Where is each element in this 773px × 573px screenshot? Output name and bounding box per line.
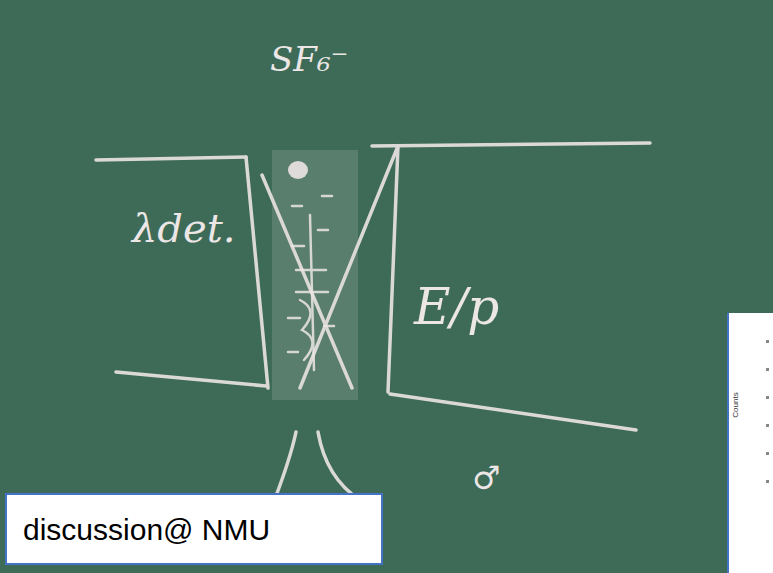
chalk-ratio: E/p	[414, 282, 499, 332]
chalk-symbol: ♂	[472, 462, 501, 494]
chalk-symbol: λdet.	[132, 208, 235, 248]
axis-label: Counts	[732, 392, 740, 417]
caption-text: discussion@ NMU	[23, 513, 381, 546]
caption-box: discussion@ NMU	[5, 493, 383, 565]
chalk-formula: SF₆⁻	[270, 42, 348, 76]
